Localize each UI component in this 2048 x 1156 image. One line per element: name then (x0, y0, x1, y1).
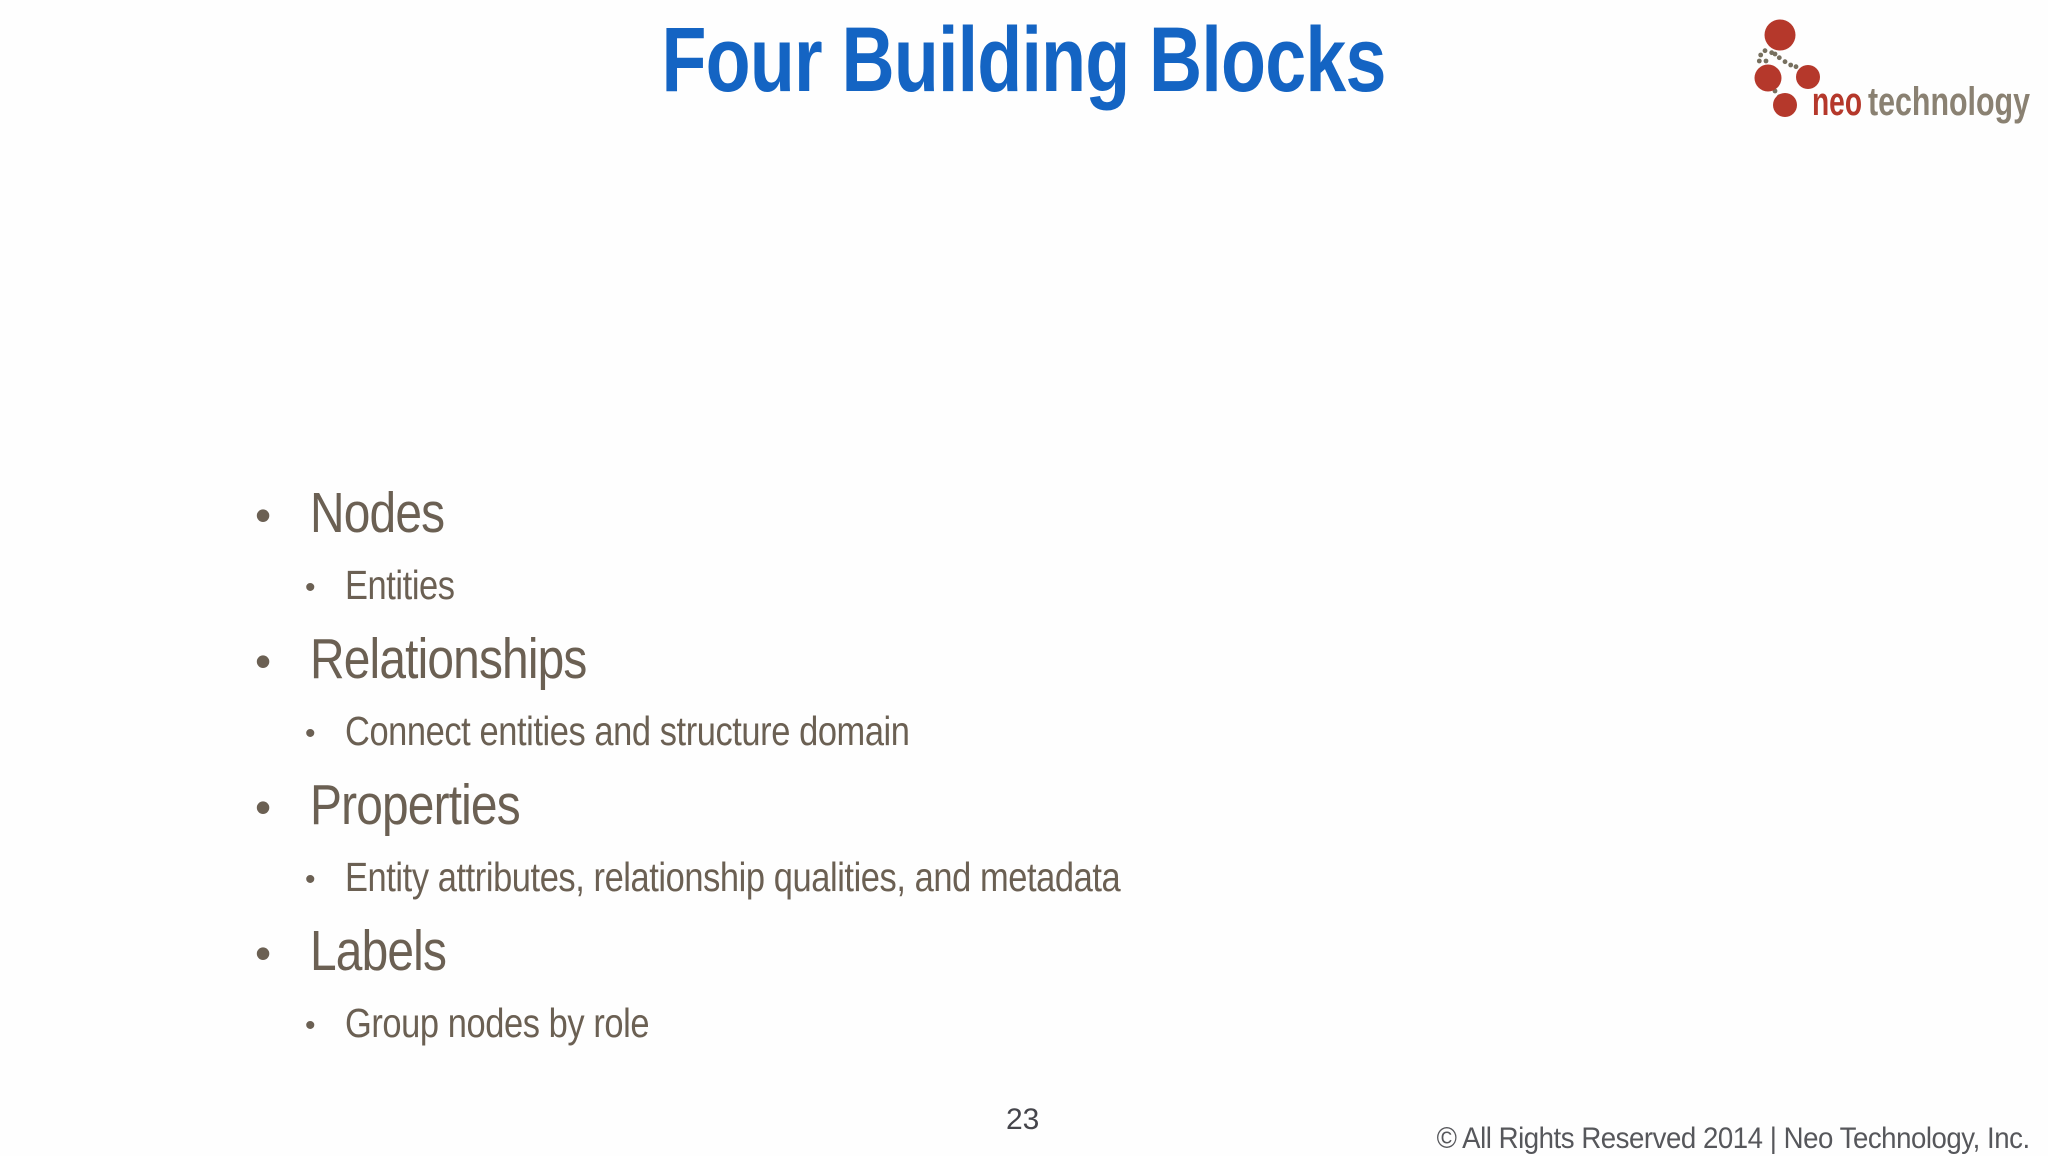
bullet-icon: • (305, 862, 316, 896)
list-subitem-connect: • Connect entities and structure domain (255, 695, 1755, 768)
bullet-icon: • (255, 780, 272, 833)
list-item-labels: • Labels (255, 914, 1755, 987)
page-title: Four Building Blocks (661, 9, 1387, 111)
slide-header: Four Building Blocks (0, 14, 2048, 106)
list-subitem-label: Entities (345, 562, 455, 608)
list-subitem-group: • Group nodes by role (255, 987, 1755, 1060)
building-blocks-list: • Nodes • Entities • Relationships • Con… (255, 476, 1755, 1060)
copyright-notice: © All Rights Reserved 2014 | Neo Technol… (1436, 1122, 2031, 1155)
list-item-label: Relationships (310, 626, 587, 691)
list-subitem-label: Group nodes by role (345, 1000, 650, 1046)
logo-word-technology: technology (1868, 80, 2031, 124)
bullet-icon: • (255, 926, 272, 979)
list-item-relationships: • Relationships (255, 622, 1755, 695)
list-subitem-label: Connect entities and structure domain (345, 708, 910, 754)
list-item-properties: • Properties (255, 768, 1755, 841)
list-item-nodes: • Nodes (255, 476, 1755, 549)
bullet-icon: • (305, 1008, 316, 1042)
page-number: 23 (1006, 1103, 1040, 1136)
list-subitem-label: Entity attributes, relationship qualitie… (345, 854, 1121, 900)
neo-technology-logo: neo technology (1754, 19, 2031, 124)
list-subitem-attributes: • Entity attributes, relationship qualit… (255, 841, 1755, 914)
list-item-label: Labels (310, 918, 447, 983)
list-item-label: Properties (310, 772, 521, 837)
logo-graph-icon (1754, 19, 1820, 117)
bullet-icon: • (255, 634, 272, 687)
list-subitem-entities: • Entities (255, 549, 1755, 622)
bullet-icon: • (305, 716, 316, 750)
list-item-label: Nodes (310, 480, 445, 545)
bullet-icon: • (305, 570, 316, 604)
bullet-icon: • (255, 488, 272, 541)
logo-word-neo: neo (1812, 80, 1862, 124)
